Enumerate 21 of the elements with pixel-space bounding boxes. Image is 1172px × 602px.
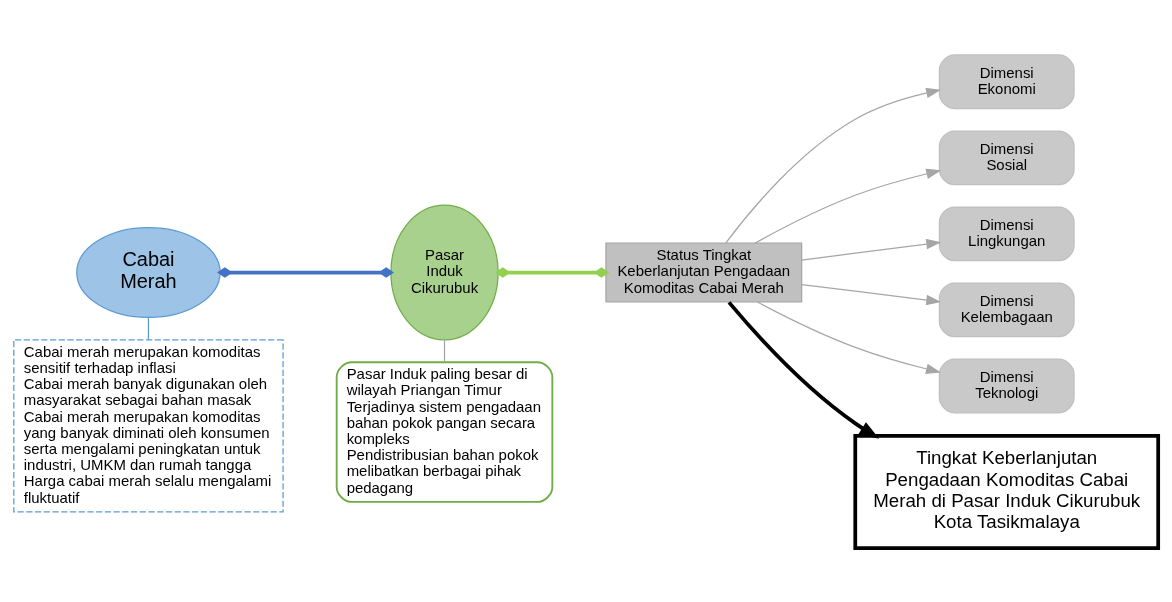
- connector: [147, 316, 150, 340]
- arrow: [801, 283, 942, 305]
- connector: [494, 266, 610, 278]
- arrow: [727, 300, 880, 439]
- node-box: Dimensi Teknologi: [938, 358, 1075, 413]
- node-box: Tingkat Keberlanjutan Pengadaan Komoditas Cabai Merah di Pasar Induk Cikurubuk Kota Tasikmalaya: [853, 433, 1161, 550]
- node-box: Cabai merah merupakan komoditas sensitif terhadap inflasi Cabai merah banyak digunakan oleh masyarakat sebagai bahan masak Cabai merah merupakan komoditas yang banyak diminati oleh konsumen serta mengalami peningkatan untuk industri, UMKM dan rumah tangga Harga cabai merah selalu mengalami fluktuatif: [13, 338, 284, 512]
- connector: [217, 266, 395, 278]
- arrow: [801, 238, 942, 261]
- arrow: [756, 300, 941, 374]
- arrow: [754, 168, 942, 244]
- node-ellipse: Pasar Induk Cikurubuk: [390, 204, 499, 340]
- connector: [443, 338, 446, 362]
- arrow: [725, 87, 942, 243]
- node-box: Dimensi Ekonomi: [938, 53, 1075, 109]
- node-box: Dimensi Lingkungan: [938, 205, 1075, 261]
- node-box: Dimensi Sosial: [938, 129, 1075, 185]
- node-box: Status Tingkat Keberlanjutan Pengadaan Komoditas Cabai Merah: [605, 242, 803, 302]
- node-ellipse: Cabai Merah: [76, 226, 221, 318]
- node-box: Pasar Induk paling besar di wilayah Priangan Timur Terjadinya sistem pengadaan bahan pokok pangan secara kompleks Pendistribusian bahan pokok melibatkan berbagai pihak pedagang: [335, 360, 554, 503]
- node-box: Dimensi Kelembagaan: [938, 282, 1075, 337]
